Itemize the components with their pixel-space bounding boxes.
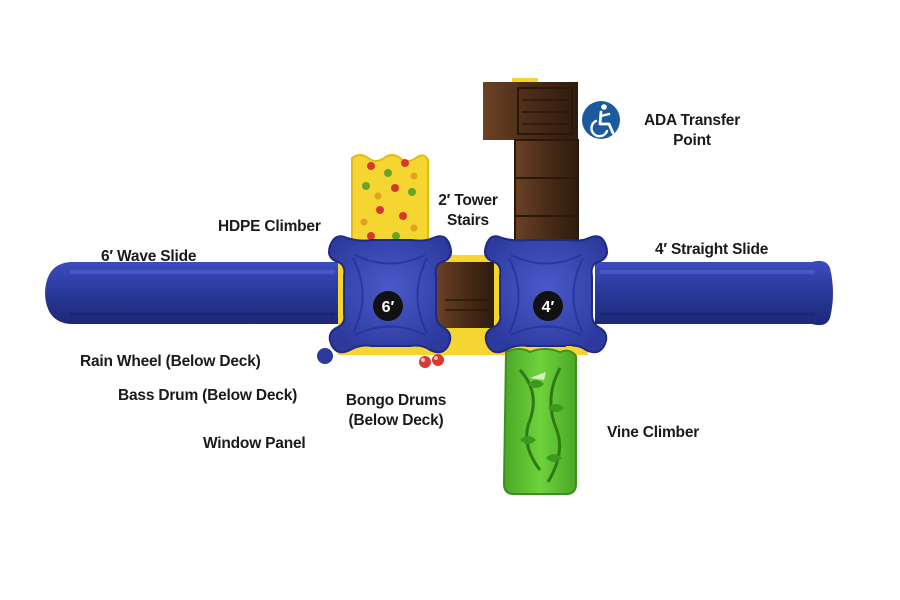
deck-4ft-height: 4′ xyxy=(542,299,555,316)
deck-6ft: 6′ xyxy=(328,235,452,354)
deck-4ft: 4′ xyxy=(484,235,608,354)
label-tower-stairs-line1: 2′ Tower xyxy=(438,192,498,209)
label-hdpe-climber: HDPE Climber xyxy=(218,218,321,235)
label-rain-wheel: Rain Wheel (Below Deck) xyxy=(80,353,261,370)
label-ada-line1: ADA Transfer xyxy=(643,112,741,129)
tower-stairs xyxy=(483,78,579,247)
label-vine-climber: Vine Climber xyxy=(607,424,700,441)
deck-4ft-badge xyxy=(533,291,563,321)
label-ada-transfer-point: ADA Transfer Point xyxy=(634,111,750,151)
label-tower-stairs-line2: Stairs xyxy=(447,212,489,229)
label-straight-slide: 4′ Straight Slide xyxy=(655,241,769,258)
deck-6ft-height: 6′ xyxy=(382,299,395,316)
label-wave-slide: 6′ Wave Slide xyxy=(101,248,197,265)
wave-slide xyxy=(45,262,340,324)
bongo-drums xyxy=(419,354,444,368)
label-bass-drum: Bass Drum (Below Deck) xyxy=(118,387,298,404)
rain-wheel xyxy=(317,348,333,364)
hdpe-climber xyxy=(351,154,429,245)
accessibility-icon xyxy=(582,101,620,139)
label-bongo-drums: Bongo Drums (Below Deck) xyxy=(334,391,458,431)
straight-slide xyxy=(595,260,833,326)
deck-6ft-badge xyxy=(373,291,403,321)
center-panel xyxy=(436,262,494,328)
label-bongo-line1: Bongo Drums xyxy=(345,392,447,409)
label-window-panel: Window Panel xyxy=(203,435,306,452)
label-tower-stairs: 2′ Tower Stairs xyxy=(428,191,508,231)
label-bongo-line2: (Below Deck) xyxy=(348,412,444,429)
vine-climber xyxy=(502,346,577,495)
label-ada-line2: Point xyxy=(673,132,711,149)
